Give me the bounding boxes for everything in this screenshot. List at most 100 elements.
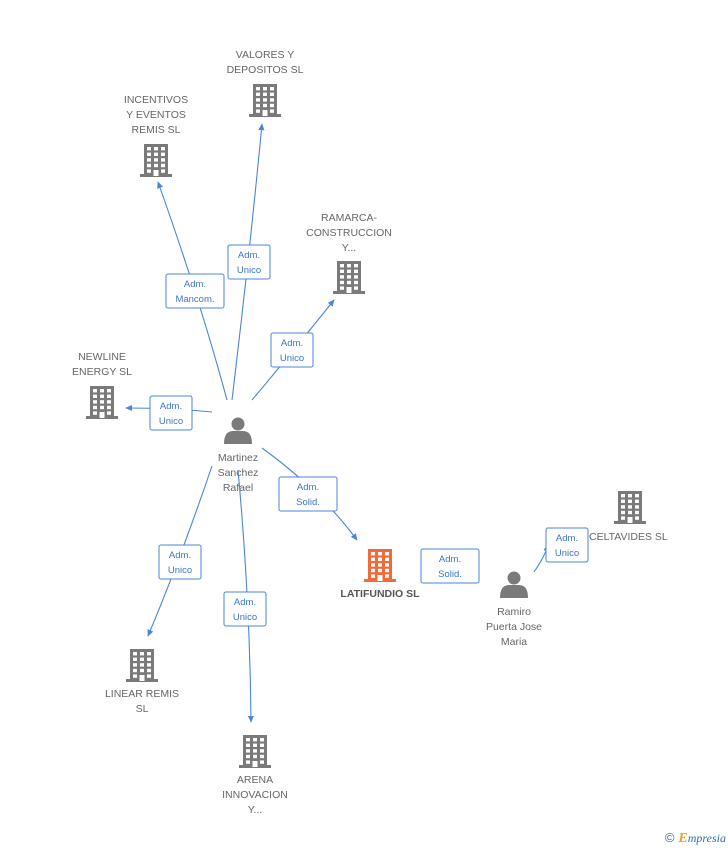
edge-label-ramiro-to-celtavides[interactable]: Adm.Unico <box>545 527 589 563</box>
building-window <box>628 499 632 503</box>
building-window <box>635 510 639 515</box>
building-window <box>621 516 625 520</box>
building-window <box>347 275 351 279</box>
edge-label-martinez-to-arena[interactable]: Adm.Unico <box>223 591 267 627</box>
building-window <box>107 411 111 415</box>
building-window <box>147 663 151 667</box>
building-window <box>256 109 260 113</box>
building-window <box>270 98 274 102</box>
building-window <box>133 657 137 661</box>
building-window <box>133 652 137 656</box>
building-window <box>378 563 382 567</box>
building-window <box>635 516 639 520</box>
node-label-incentivos: REMIS SL <box>131 124 180 136</box>
building-window <box>140 668 144 673</box>
building-window <box>107 400 111 404</box>
node-celtavides[interactable]: CELTAVIDES SL <box>589 491 668 543</box>
person-body <box>224 431 252 444</box>
building-icon <box>364 549 396 582</box>
edge-label-martinez-to-linear[interactable]: Adm.Unico <box>158 544 202 580</box>
building-window <box>133 674 137 678</box>
edge-label-line: Unico <box>159 416 183 427</box>
brand-initial: E <box>678 831 688 846</box>
edge-label-line: Adm. <box>160 401 182 412</box>
edge-label-martinez-to-valores[interactable]: Adm. Unico <box>227 244 271 280</box>
building-window <box>371 563 375 567</box>
node-label-arena: ARENA <box>237 774 273 786</box>
node-label-arena: INNOVACION <box>222 789 288 801</box>
edge-label-line: Mancom. <box>175 294 214 305</box>
building-door <box>262 110 268 116</box>
edge-label-martinez-to-incentivos[interactable]: Adm.Mancom. <box>165 273 225 309</box>
building-window <box>270 87 274 91</box>
building-window <box>340 280 344 285</box>
building-door <box>153 170 159 176</box>
edge-label-line: Adm. <box>556 533 578 544</box>
edge-label-ramiro-to-latifundio[interactable]: Adm.Solid. <box>420 548 480 584</box>
building-window <box>621 510 625 515</box>
node-label-valores: DEPOSITOS SL <box>227 64 304 76</box>
node-label-valores: VALORES Y <box>236 49 295 61</box>
node-latifundio[interactable]: LATIFUNDIO SL <box>340 549 420 600</box>
building-door <box>139 675 145 681</box>
building-window <box>147 674 151 678</box>
building-window <box>154 147 158 151</box>
edge-label-martinez-to-newline[interactable]: Adm. Unico <box>149 395 193 431</box>
building-window <box>253 754 257 759</box>
building-window <box>93 411 97 415</box>
building-icon <box>126 649 158 682</box>
building-window <box>270 92 274 96</box>
building-window <box>371 574 375 578</box>
building-window <box>253 749 257 753</box>
building-window <box>93 389 97 393</box>
edge-label-line: Solid. <box>438 569 462 580</box>
building-window <box>354 280 358 285</box>
building-window <box>161 147 165 151</box>
edge-label-line: Solid. <box>296 497 320 508</box>
building-window <box>253 738 257 742</box>
building-icon <box>614 491 646 524</box>
building-window <box>256 98 260 102</box>
node-label-ramarca: Y... <box>342 242 356 254</box>
person-head <box>507 571 521 585</box>
edge-label-martinez-to-latifundio[interactable]: Adm.Solid. <box>278 476 338 512</box>
node-label-martinez: Sanchez <box>218 467 259 479</box>
building-window <box>161 169 165 173</box>
building-window <box>140 652 144 656</box>
edge-label-martinez-to-ramarca[interactable]: Adm.Unico <box>270 332 314 368</box>
building-window <box>385 574 389 578</box>
building-window <box>635 494 639 498</box>
node-valores[interactable]: VALORES Y DEPOSITOS SL <box>227 49 304 117</box>
node-label-ramarca: RAMARCA- <box>321 212 378 224</box>
building-window <box>340 269 344 273</box>
building-window <box>154 152 158 156</box>
building-window <box>378 557 382 561</box>
edge-label-box <box>149 395 193 431</box>
edge-label-line: Unico <box>237 265 261 276</box>
building-window <box>340 275 344 279</box>
building-window <box>263 103 267 108</box>
building-window <box>246 760 250 764</box>
building-window <box>147 163 151 168</box>
building-icon <box>239 735 271 768</box>
node-ramarca[interactable]: RAMARCA-CONSTRUCCIONY... <box>306 212 392 294</box>
building-window <box>340 264 344 268</box>
node-arena[interactable]: ARENAINNOVACIONY... <box>222 735 288 816</box>
empresia-watermark[interactable]: ©Empresia <box>665 830 726 847</box>
building-window <box>161 163 165 168</box>
building-window <box>621 505 625 509</box>
building-door <box>377 575 383 581</box>
building-window <box>371 552 375 556</box>
building-window <box>635 505 639 509</box>
building-door <box>346 287 352 293</box>
building-window <box>147 152 151 156</box>
building-window <box>385 557 389 561</box>
edge-label-box <box>270 332 314 368</box>
edge-label-line: Adm. <box>238 250 260 261</box>
person-body <box>500 585 528 598</box>
